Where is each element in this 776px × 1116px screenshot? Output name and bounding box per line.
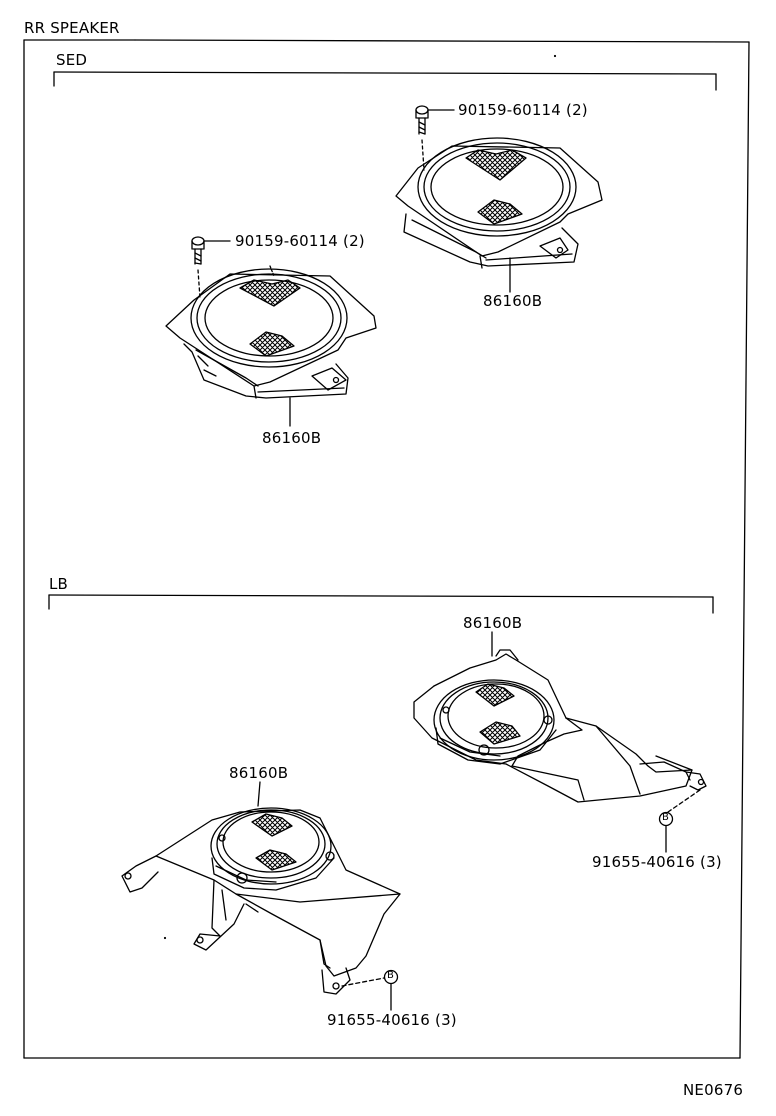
outer-frame <box>23 39 750 1059</box>
liftback-left-speaker-drawing <box>121 781 401 1011</box>
part-callout-right-nut[interactable]: 91655-40616 (3) <box>592 853 722 871</box>
liftback-section-label: LB <box>49 575 69 593</box>
ref-marker-left: B <box>387 970 395 981</box>
part-callout-lower-screw[interactable]: 90159-60114 (2) <box>235 232 365 250</box>
sedan-section-bracket <box>53 71 717 91</box>
diagram-id: NE0676 <box>683 1081 744 1099</box>
sedan-section-label: SED <box>56 51 88 69</box>
scan-dots <box>163 54 557 940</box>
part-callout-right-speaker[interactable]: 86160B <box>463 614 523 632</box>
liftback-right-speaker-drawing <box>413 631 707 853</box>
liftback-section-bracket <box>48 594 714 614</box>
part-callout-upper-speaker[interactable]: 86160B <box>483 292 543 310</box>
part-callout-left-speaker[interactable]: 86160B <box>229 764 289 782</box>
part-callout-upper-screw[interactable]: 90159-60114 (2) <box>458 101 588 119</box>
part-callout-left-nut[interactable]: 91655-40616 (3) <box>327 1011 457 1029</box>
ref-marker-right: B <box>662 812 670 823</box>
part-callout-lower-speaker[interactable]: 86160B <box>262 429 322 447</box>
sedan-lower-speaker-drawing <box>165 236 377 427</box>
page-title: RR SPEAKER <box>24 19 120 37</box>
sedan-upper-speaker-drawing <box>395 105 603 293</box>
